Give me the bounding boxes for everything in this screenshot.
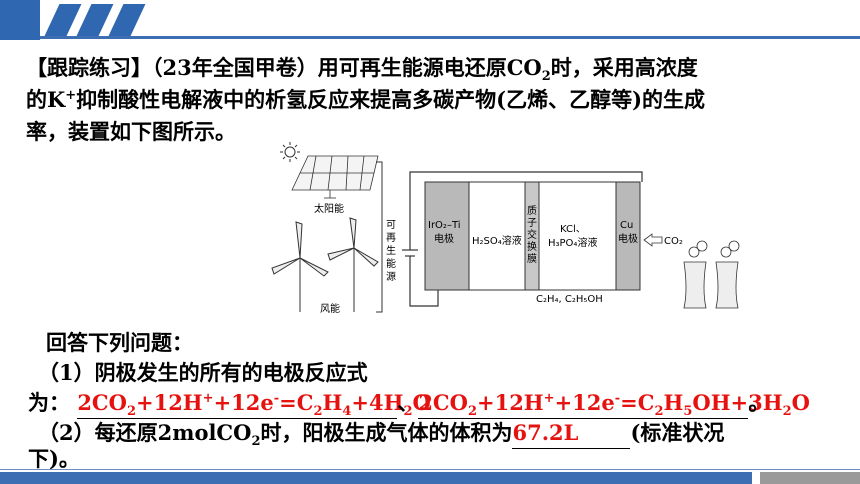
- co2-label: CO₂: [664, 236, 683, 247]
- answer-3: 67.2L: [512, 420, 579, 445]
- svg-text:再: 再: [386, 232, 396, 244]
- question-2-text: 时，阳极生成气体的体积为: [260, 420, 513, 445]
- anode-label: IrO₂–Ti: [428, 220, 461, 231]
- answer-line: 为： 2CO2+12H++12e-=C2H4+4H2O 、 2CO2+12H++…: [28, 388, 810, 419]
- period: 。: [748, 390, 770, 415]
- solar-panel-icon: [291, 155, 379, 199]
- svg-text:膜: 膜: [527, 253, 537, 265]
- problem-text: 的K: [26, 87, 66, 112]
- answer-blank-3: 67.2L: [512, 418, 631, 449]
- problem-text: 率，装置如下图所示。: [26, 119, 236, 144]
- solar-label: 太阳能: [314, 202, 344, 215]
- question-2-line-2: 下)。: [28, 444, 80, 474]
- cathode-label: 电极: [618, 232, 638, 245]
- answer-blank-2: 2CO2+12H++12e-=C2H5OH+3H2O: [418, 388, 810, 419]
- co2-arrow-icon: [643, 233, 663, 247]
- anode: [424, 181, 470, 291]
- header-stripe: [44, 4, 82, 36]
- subscript: 2: [251, 434, 261, 450]
- question-1-text: 为：: [28, 390, 70, 415]
- header-rule: [0, 36, 860, 39]
- cathode: [615, 181, 641, 291]
- answer-2: 2CO2+12H++12e-=C2H5OH+3H2O: [418, 390, 810, 420]
- svg-text:质: 质: [527, 205, 537, 217]
- catholyte-label: H₃PO₄溶液: [548, 236, 597, 249]
- svg-text:子: 子: [527, 217, 537, 229]
- problem-line-2: 的K+抑制酸性电解液中的析氢反应来提高多碳产物(乙烯、乙醇等)的生成: [26, 85, 705, 115]
- products-label: C₂H₄, C₂H₅OH: [536, 294, 603, 305]
- header-block: [0, 0, 40, 40]
- problem-line-3: 率，装置如下图所示。: [26, 117, 236, 147]
- wind-turbine-icon: [271, 217, 379, 312]
- wind-label: 风能: [320, 302, 340, 315]
- header-stripe: [76, 4, 114, 36]
- footer-rule: [0, 469, 860, 470]
- question-2-text: (标准状况: [630, 420, 725, 445]
- proton-exchange-membrane: [524, 181, 540, 291]
- problem-text: 【跟踪练习】（23年全国甲卷）用可再生能源电还原CO: [26, 55, 542, 80]
- subscript: 2: [541, 69, 551, 85]
- question-2-text: （2）每还原2molCO: [38, 420, 252, 445]
- svg-text:换: 换: [527, 240, 537, 253]
- svg-text:可: 可: [386, 220, 396, 231]
- problem-line-1: 【跟踪练习】（23年全国甲卷）用可再生能源电还原CO2时，采用高浓度: [26, 53, 698, 83]
- question-1-line: （1）阴极发生的所有的电极反应式: [38, 358, 368, 388]
- factory-icon: [683, 240, 740, 309]
- footer-bar: [0, 472, 752, 484]
- cathode-label: Cu: [620, 220, 633, 231]
- anolyte-label: H₂SO₄溶液: [472, 234, 522, 247]
- electrolysis-diagram: 太阳能 风能 可 再 生 能 源 IrO₂–Ti 电极 H₂SO₄溶液 质 子 …: [271, 142, 740, 315]
- renewable-label: 可 再 生 能 源: [386, 220, 396, 283]
- problem-text: 抑制酸性电解液中的析氢反应来提高多碳产物(乙烯、乙醇等)的生成: [76, 87, 706, 112]
- sun-icon: [280, 142, 300, 162]
- svg-text:生: 生: [386, 244, 396, 257]
- svg-text:交: 交: [527, 228, 537, 241]
- intro-line: 回答下列问题：: [46, 328, 193, 358]
- problem-text: 时，采用高浓度: [550, 55, 698, 80]
- svg-text:源: 源: [386, 270, 396, 283]
- separator: 、: [397, 390, 419, 415]
- header-stripe: [108, 4, 146, 36]
- catholyte-label: KCl、: [560, 224, 586, 235]
- source-bracket: [376, 161, 383, 313]
- svg-text:能: 能: [386, 257, 396, 270]
- membrane-label: 质 子 交 换 膜: [527, 205, 537, 265]
- answer-blank-1: 2CO2+12H++12e-=C2H4+4H2O: [77, 388, 431, 419]
- question-2-text: 下)。: [28, 446, 80, 471]
- anode-label: 电极: [434, 232, 454, 245]
- question-2-line: （2）每还原2molCO2时，阳极生成气体的体积为67.2L (标准状况: [38, 418, 724, 449]
- circuit-wires: [402, 171, 643, 307]
- superscript: +: [65, 88, 77, 103]
- footer-accent: [760, 472, 860, 484]
- question-1-text: （1）阴极发生的所有的电极反应式: [38, 360, 368, 385]
- answer-1: 2CO2+12H++12e-=C2H4+4H2O: [77, 390, 431, 420]
- question-intro: 回答下列问题：: [46, 330, 193, 355]
